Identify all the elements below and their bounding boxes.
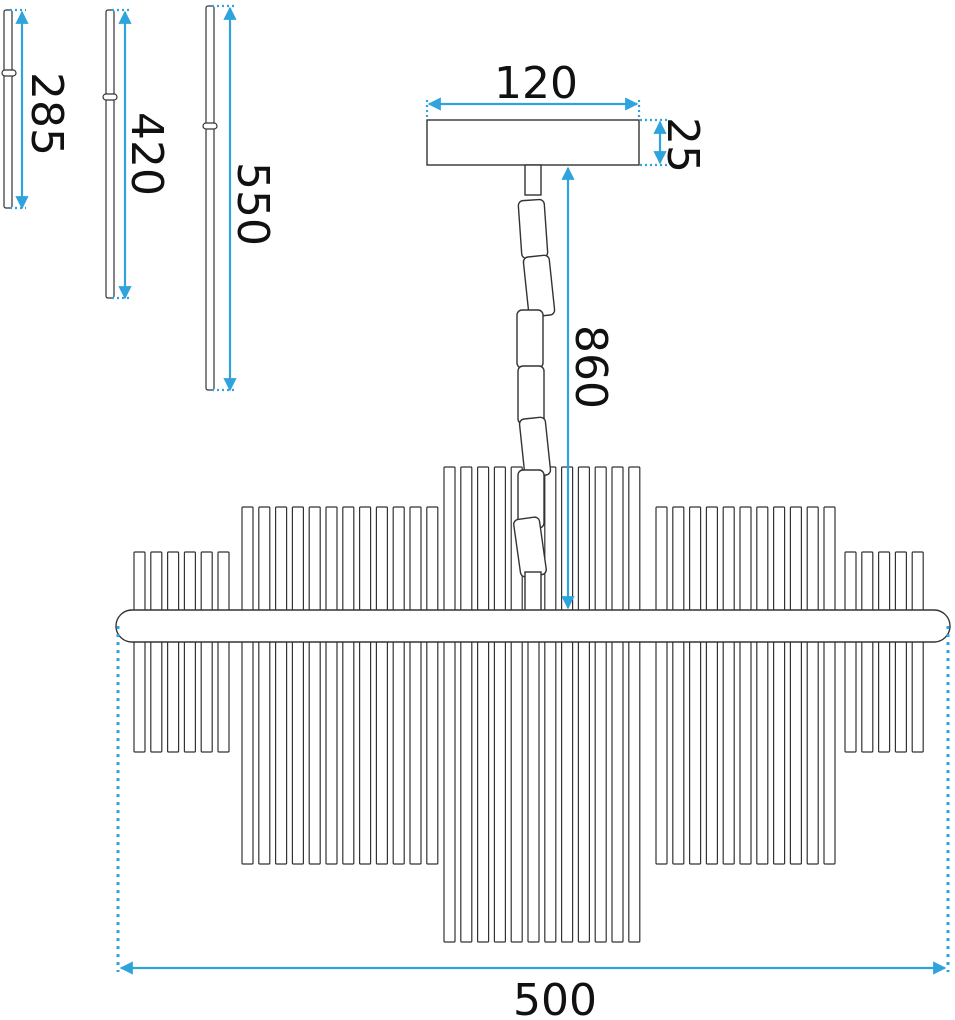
rod-middle-left [359, 506, 372, 865]
rod-middle-right [772, 506, 786, 865]
rod-short-label: 285 [21, 72, 72, 156]
rod-middle-left [241, 506, 254, 865]
rod-outer-left [150, 551, 163, 753]
rod-middle-left [392, 506, 405, 865]
rod-middle-right [756, 506, 769, 865]
rod-center [443, 466, 456, 943]
rod-outer-left [167, 551, 180, 753]
rod-middle-right [705, 506, 719, 865]
chain-link [517, 198, 549, 260]
rod-center [577, 466, 591, 943]
rod-center [544, 466, 557, 943]
rod-outer-left [183, 551, 196, 753]
rod-long-sample: 550 [202, 4, 278, 392]
ceiling-canopy: 120 25 [425, 58, 708, 173]
chain-link [516, 309, 544, 369]
rod-short-sample: 285 [1, 8, 72, 210]
canopy-height-label: 25 [657, 117, 708, 173]
chain-link [517, 365, 545, 425]
rod-middle-left [325, 506, 338, 865]
chain-bottom-connector [524, 571, 542, 613]
rod-center [510, 466, 523, 943]
rod-middle-left [258, 506, 271, 865]
canopy-width-label: 120 [494, 58, 578, 109]
chain-length-label: 860 [565, 325, 616, 409]
rod-long-label: 550 [227, 162, 278, 246]
rod-middle-left [291, 506, 304, 865]
chain-links [513, 198, 556, 578]
rod-middle-left [275, 506, 288, 865]
rod-center [611, 466, 624, 943]
rod-outer-right [877, 551, 891, 753]
chain-link [518, 416, 552, 478]
rod-outer-left [133, 551, 146, 753]
crystal-rods [133, 466, 924, 943]
rod-middle-left [426, 506, 439, 865]
rod-outer-right [894, 551, 908, 753]
rod-middle-left [342, 506, 355, 865]
rod-outer-right [911, 551, 924, 753]
rod-middle-right [655, 506, 668, 865]
rod-middle-left [409, 506, 422, 865]
rod-middle-left [308, 506, 321, 865]
fixture-width-label: 500 [513, 975, 597, 1020]
rod-middle-right [789, 506, 803, 865]
rod-medium-sample: 420 [102, 8, 172, 300]
rod-outer-left [200, 551, 213, 753]
rod-middle-left [375, 506, 388, 865]
rod-middle-right [739, 506, 752, 865]
canopy-plate [426, 119, 640, 166]
rod-center [594, 466, 607, 943]
rod-outer-left [217, 551, 230, 753]
rod-middle-right [688, 506, 702, 865]
fixture-width-dimension: 500 [116, 626, 950, 1020]
rod-center [628, 466, 641, 943]
chain-top-connector [524, 164, 542, 196]
suspension-chain: 860 [513, 164, 616, 613]
rod-center [477, 466, 490, 943]
rod-middle-right [672, 506, 685, 865]
rod-center [460, 466, 473, 943]
chain-link [522, 254, 556, 318]
rod-middle-right [806, 506, 819, 865]
rod-middle-right [722, 506, 735, 865]
rod-samples: 285 420 550 [1, 4, 278, 392]
rod-outer-right [861, 551, 874, 753]
rod-medium-label: 420 [121, 112, 172, 196]
rod-center [493, 466, 506, 943]
fixture-frame-bar [115, 609, 951, 643]
rod-middle-right [823, 506, 836, 865]
rod-outer-right [844, 551, 857, 753]
